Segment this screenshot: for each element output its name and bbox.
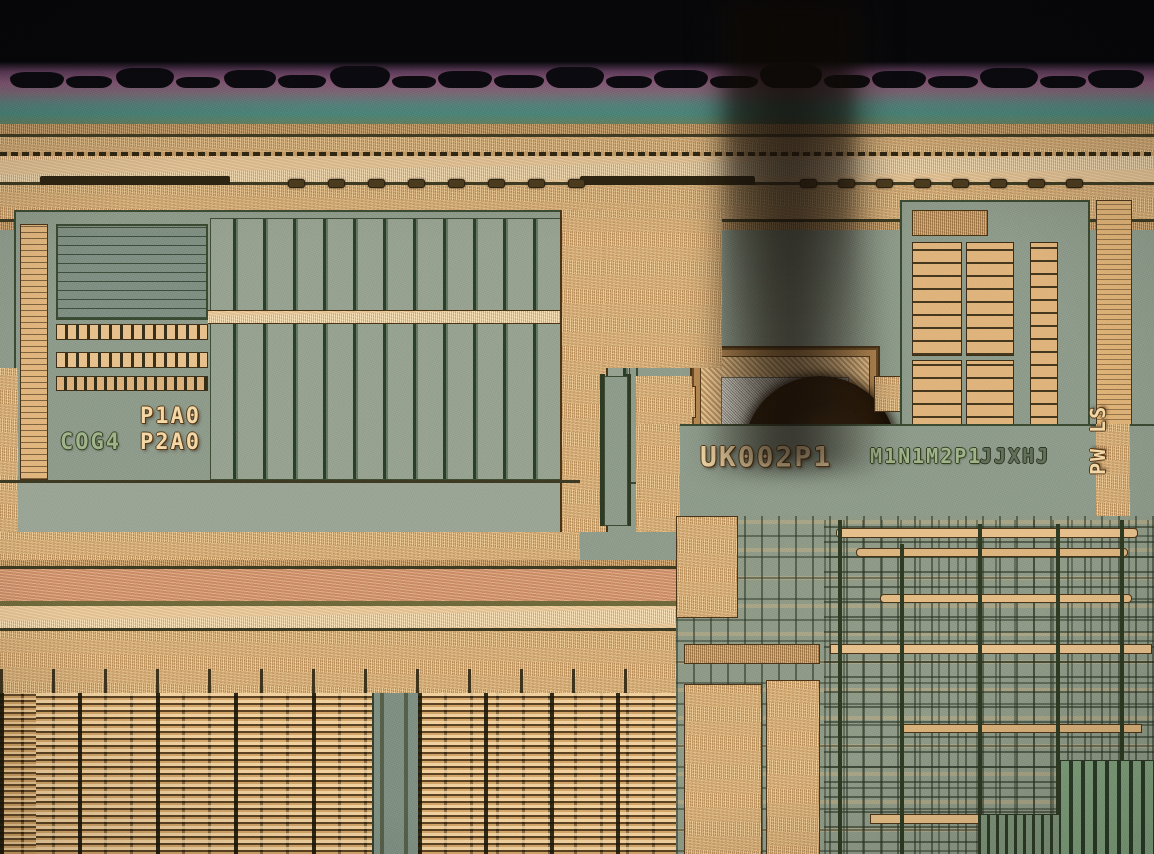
via-contact: [408, 179, 425, 188]
contact-row: [56, 352, 208, 368]
die-edge-wave-bump: [606, 76, 652, 88]
via-contact: [800, 179, 817, 188]
metal-pad-small: [912, 210, 988, 236]
metal-trace: [380, 693, 384, 854]
metal-trace: [838, 520, 842, 854]
metal-trace: [1120, 520, 1124, 854]
metal-strap: [684, 644, 820, 664]
die-edge-wave-bump: [392, 76, 436, 88]
die-edge-wave-bump: [654, 70, 708, 88]
die-edge-wave: [0, 44, 1154, 88]
contact-row: [56, 324, 208, 340]
die-edge-wave-bump: [872, 71, 926, 88]
die-edge-wave-bump: [438, 71, 492, 88]
substrate-field: [0, 480, 580, 532]
oxide-line: [0, 628, 1154, 631]
via-contact: [488, 179, 505, 188]
contact-row: [0, 669, 680, 693]
via-contact: [990, 179, 1007, 188]
die-edge-wave-bump: [760, 64, 822, 88]
metal-trace: [626, 374, 631, 526]
via-contact: [368, 179, 385, 188]
via-contact: [568, 179, 585, 188]
die-edge-wave-bump: [928, 76, 978, 88]
via-contact: [914, 179, 931, 188]
die-edge-wave-bump: [1040, 76, 1086, 88]
metal-strap: [208, 310, 632, 324]
contact-row: [56, 376, 208, 391]
metal-trace: [830, 644, 1152, 654]
die-edge-wave-bump: [176, 77, 220, 88]
die-edge-wave-bump: [224, 70, 276, 88]
via-contact: [448, 179, 465, 188]
die-edge-wave-bump: [494, 75, 544, 88]
metal-plane: [640, 424, 680, 532]
die-edge-wave-bump: [546, 67, 604, 88]
vertical-bus-metal: [560, 210, 608, 532]
oxide-line: [0, 480, 580, 483]
via-contact: [838, 179, 855, 188]
metal-trace: [900, 724, 1142, 733]
metal-slot: [580, 176, 755, 185]
die-edge-wave-bump: [66, 76, 112, 88]
array-separator: [418, 693, 676, 854]
oxide-line: [0, 134, 1154, 137]
poly-resistor-block: [56, 224, 208, 320]
metal-plane: [676, 516, 738, 618]
metal-trace: [836, 528, 1138, 538]
metal-trace: [600, 374, 605, 526]
transistor-array: [1060, 760, 1154, 854]
metal-plane: [766, 680, 820, 854]
metal-plane: [1096, 424, 1130, 532]
via-contact: [1066, 179, 1083, 188]
die-edge-wave-bump: [10, 72, 64, 88]
die-edge-wave-bump: [278, 75, 326, 88]
via-contact: [328, 179, 345, 188]
oxide-line: [0, 601, 1154, 606]
poly-strip: [604, 376, 628, 526]
die-edge-wave-bump: [980, 68, 1038, 88]
metal-trace: [856, 548, 1128, 557]
via-contact: [288, 179, 305, 188]
metal-trace: [978, 524, 982, 854]
metal-slot: [40, 176, 230, 185]
die-edge-wave-bump: [824, 75, 870, 88]
power-rail-metal: [0, 137, 1154, 153]
transistor-array: [966, 242, 1014, 356]
die-edge-wave-bump: [116, 68, 174, 88]
via-contact-row: [0, 152, 1154, 156]
power-rail-metal: [0, 156, 1154, 182]
die-edge-wave-bump: [330, 66, 390, 88]
metal-plane: [604, 210, 722, 368]
via-contact: [952, 179, 969, 188]
metal-trace: [880, 594, 1132, 603]
die-edge-wave-bump: [1088, 70, 1144, 88]
metal-trace: [1056, 524, 1060, 854]
transistor-array: [912, 242, 962, 356]
metal-plane: [684, 684, 762, 854]
power-rail-metal: [0, 560, 1154, 566]
via-contact: [1028, 179, 1045, 188]
metal-trace: [900, 544, 904, 854]
power-rail-metal: [20, 224, 48, 480]
die-edge-wave-bump: [710, 76, 758, 88]
metal-plane: [0, 532, 580, 560]
power-rail-metal: [0, 124, 1154, 134]
via-contact-row: [0, 179, 600, 199]
via-contact-row: [0, 179, 1083, 199]
via-contact: [528, 179, 545, 188]
metal-trace: [404, 693, 408, 854]
oxide-line: [0, 566, 1154, 569]
via-contact: [876, 179, 893, 188]
power-rail-metal: [0, 368, 18, 532]
